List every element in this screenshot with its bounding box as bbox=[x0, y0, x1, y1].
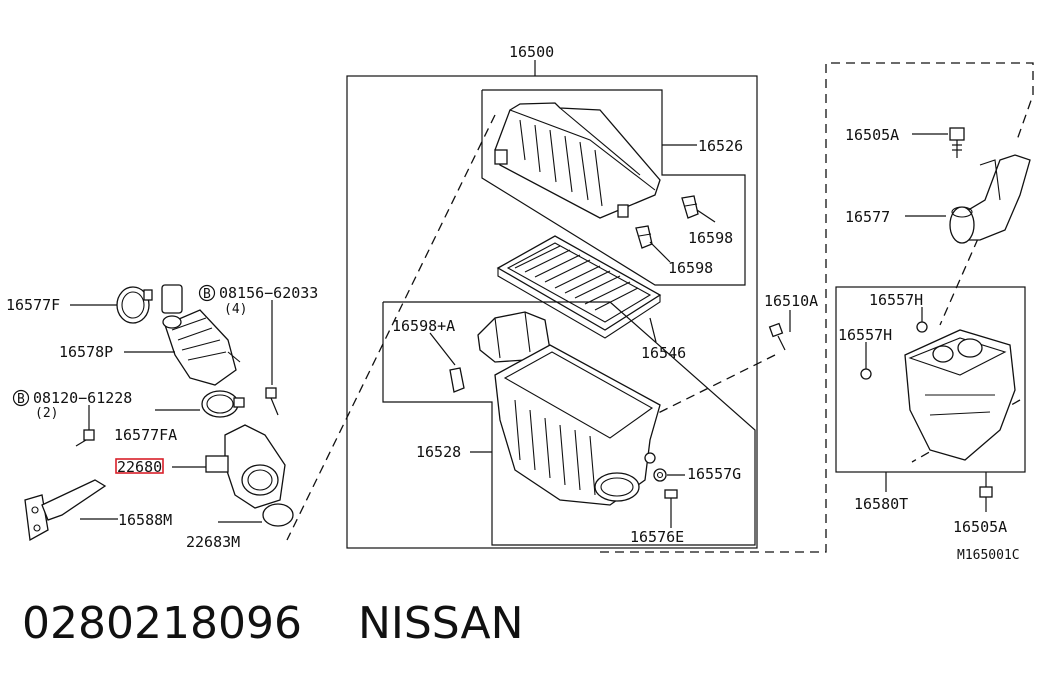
label-08120-qty: (2) bbox=[35, 406, 58, 421]
label-16578P: 16578P bbox=[59, 343, 113, 361]
grommet-16557G bbox=[653, 468, 667, 482]
bolt-16505A-top bbox=[949, 127, 965, 158]
hose-clamp-16577F bbox=[116, 286, 153, 324]
label-16588M: 16588M bbox=[118, 511, 172, 529]
label-16528: 16528 bbox=[416, 443, 461, 461]
intake-duct-16577 bbox=[949, 154, 1031, 244]
label-16580T: 16580T bbox=[854, 495, 908, 513]
tank-subframe bbox=[835, 286, 1026, 473]
label-16557H-a: 16557H bbox=[869, 291, 923, 309]
clip-16598A bbox=[449, 367, 465, 393]
cover-subframe bbox=[481, 89, 746, 286]
label-16577-right: 16577 bbox=[845, 208, 890, 226]
label-16546: 16546 bbox=[641, 344, 686, 362]
bracket-16588M bbox=[24, 479, 107, 542]
label-16557G: 16557G bbox=[687, 465, 741, 483]
label-16576E: 16576E bbox=[630, 528, 684, 546]
label-16598-b: 16598 bbox=[668, 259, 713, 277]
resonator-tank-16580T bbox=[904, 329, 1016, 461]
air-cleaner-upper-cover bbox=[494, 102, 661, 219]
bolt-08156 bbox=[265, 387, 279, 416]
label-22680: 22680 bbox=[117, 458, 162, 476]
dashed-connector-bottom bbox=[600, 62, 1034, 553]
label-16557H-b: 16557H bbox=[838, 326, 892, 344]
air-cleaner-lower-case bbox=[494, 344, 661, 506]
label-ref-code: M165001C bbox=[957, 548, 1020, 563]
air-duct-hose-16578P bbox=[161, 284, 241, 386]
pin-16576E bbox=[664, 489, 678, 505]
bolt-16510A bbox=[768, 322, 786, 351]
hose-clamp-16577FA bbox=[201, 390, 245, 418]
bolt-marker-b-1: B bbox=[203, 287, 211, 302]
footer-caption: 0280218096 NISSAN bbox=[22, 598, 524, 649]
throttle-chamber-22680 bbox=[205, 424, 286, 509]
grommet-16557H-b bbox=[860, 368, 872, 380]
label-16505A-bottom: 16505A bbox=[953, 518, 1007, 536]
filter-element bbox=[496, 235, 662, 339]
label-08120: 08120−61228 bbox=[33, 389, 132, 407]
clip-16598-a bbox=[681, 195, 699, 219]
label-08156: 08156−62033 bbox=[219, 284, 318, 302]
label-08156-qty: (4) bbox=[224, 302, 247, 317]
label-16505A-top: 16505A bbox=[845, 126, 899, 144]
assembly-frame-16500 bbox=[346, 75, 758, 549]
lower-subframe bbox=[382, 301, 756, 546]
footer-brand: NISSAN bbox=[357, 598, 524, 649]
gasket-22683M bbox=[262, 503, 294, 527]
bolt-16505A-bottom bbox=[979, 486, 993, 512]
label-16598A: 16598+A bbox=[392, 317, 455, 335]
dashed-connector-left bbox=[286, 114, 496, 541]
clip-16598-b bbox=[635, 225, 653, 249]
bolt-08120 bbox=[75, 429, 95, 447]
label-16577FA: 16577FA bbox=[114, 426, 177, 444]
label-16510A: 16510A bbox=[764, 292, 818, 310]
grommet-case-side bbox=[644, 452, 656, 464]
grommet-16557H-a bbox=[916, 321, 928, 333]
label-16526: 16526 bbox=[698, 137, 743, 155]
label-16598-a: 16598 bbox=[688, 229, 733, 247]
label-16577F: 16577F bbox=[6, 296, 60, 314]
label-22683M: 22683M bbox=[186, 533, 240, 551]
label-16500: 16500 bbox=[509, 43, 554, 61]
footer-part-number: 0280218096 bbox=[22, 598, 302, 649]
bolt-marker-b-2: B bbox=[17, 392, 25, 407]
highlight-box-22680 bbox=[115, 458, 164, 474]
